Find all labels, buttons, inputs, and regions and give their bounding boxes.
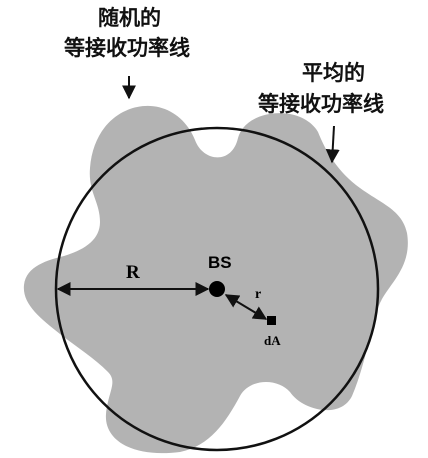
average-contour-circle	[54, 126, 380, 452]
random-coverage-region	[23, 105, 408, 454]
average-contour-pointer	[325, 125, 340, 164]
average-contour-label-line1: 平均的	[302, 60, 365, 85]
random-contour-label-line1: 随机的	[98, 5, 161, 30]
base-station-dot	[209, 281, 225, 297]
distance-arrow	[224, 294, 268, 320]
distance-label: r	[255, 287, 261, 302]
area-element-square	[267, 316, 276, 325]
average-contour-label-line2: 等接收功率线	[258, 91, 384, 116]
area-element-label: dA	[264, 333, 281, 348]
random-contour-label-line2: 等接收功率线	[64, 35, 190, 60]
base-station-label: BS	[208, 253, 232, 272]
radius-label: R	[126, 262, 140, 283]
